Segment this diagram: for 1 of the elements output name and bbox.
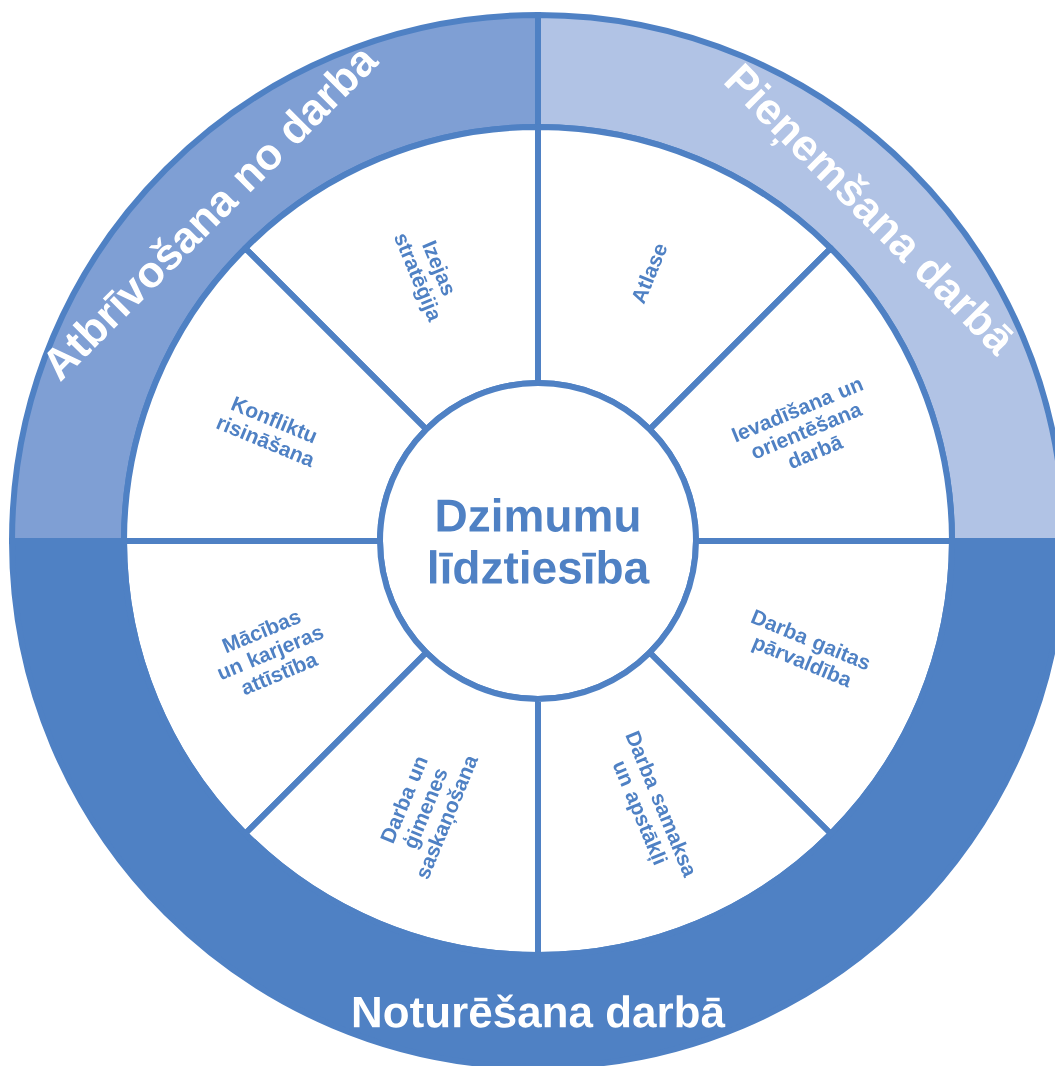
wheel-sector: Atlase: [632, 244, 667, 305]
